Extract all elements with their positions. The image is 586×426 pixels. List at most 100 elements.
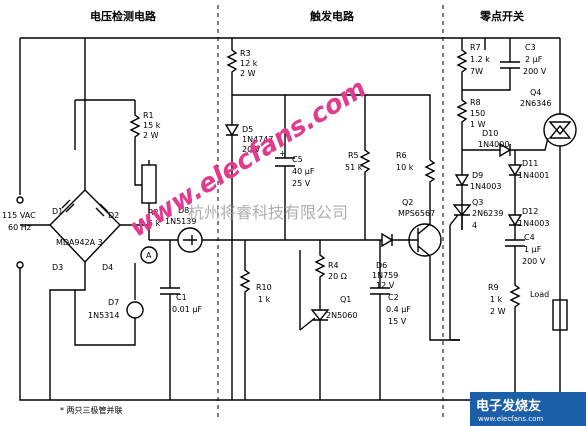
c3-value: 2 μF: [525, 55, 543, 64]
capacitor-c5: [275, 95, 295, 240]
q4-part: 2N6346: [520, 99, 551, 108]
capacitor-c2: [370, 240, 390, 400]
resistor-r6: [424, 159, 436, 200]
d11-part: 1N4001: [518, 171, 549, 180]
zener-d6: [365, 232, 395, 248]
diode-d11: [507, 150, 523, 210]
r3-ref: R3: [240, 49, 251, 58]
d6-part: 1N759: [372, 271, 398, 280]
scr-q3: [449, 200, 472, 230]
r8-ref: R8: [470, 98, 481, 107]
d11-ref: D11: [522, 159, 538, 168]
top-rail-wire: [20, 37, 486, 50]
q3-ref: Q3: [472, 198, 483, 207]
r6-value: 10 k: [396, 163, 414, 172]
scr-q1: [299, 295, 330, 400]
r9-value: 1 k: [490, 295, 503, 304]
c1-ref: C1: [176, 293, 187, 302]
r5-ref: R5: [348, 151, 359, 160]
c5-voltage: 25 V: [292, 179, 311, 188]
diode-d10: [462, 137, 549, 158]
d8-ref: D8: [178, 206, 189, 215]
triac-q4: [543, 113, 577, 147]
svg-text:+: +: [279, 149, 286, 158]
resistor-r10: [239, 240, 251, 400]
footnote: * 两只三极管并联: [60, 405, 123, 415]
resistor-r4: [314, 240, 326, 295]
c2-value: 0.4 μF: [386, 305, 411, 314]
c1-value: 0.01 μF: [172, 305, 202, 314]
r5-value: 51 k: [345, 163, 363, 172]
logo-badge: [470, 392, 586, 426]
capacitor-c3: [462, 50, 520, 91]
bridge-d1-label: D1: [52, 207, 63, 216]
logo-subtext: www.elecfans.com: [478, 415, 543, 423]
diode-d2-symbol: [95, 203, 109, 217]
d5-voltage: 20 V: [242, 145, 261, 154]
q1-part: 2N5060: [326, 311, 357, 320]
r7-value: 1.2 k: [470, 55, 490, 64]
d10-ref: D10: [482, 129, 498, 138]
resistor-r1: [129, 100, 141, 160]
q3-pin: 4: [472, 221, 477, 230]
resistor-r5: [359, 95, 371, 240]
supply-voltage-label: 115 VAC: [2, 211, 36, 220]
section-title-trigger: 触发电路: [309, 9, 355, 23]
r8-value: 150: [470, 109, 485, 118]
diode-d7: [126, 301, 144, 319]
c5-value: 40 μF: [292, 167, 315, 176]
r4-value: 20 Ω: [328, 272, 347, 281]
diode-d1-symbol: [61, 199, 75, 213]
watermark-company: 杭州将睿科技有限公司: [188, 203, 348, 222]
r3-power: 2 W: [240, 69, 256, 78]
r2-value: 5 k: [148, 219, 161, 228]
c3-ref: C3: [525, 43, 536, 52]
q1-ref: Q1: [340, 295, 351, 304]
c3-voltage: 200 V: [523, 67, 547, 76]
r2-ref: R2: [148, 208, 159, 217]
q3-part: 2N6239: [472, 209, 503, 218]
d8-part: 1N5139: [165, 217, 196, 226]
r3-value: 12 k: [240, 59, 258, 68]
diode-d9: [454, 150, 470, 200]
bridge-d3-label: D3: [52, 263, 63, 272]
c4-voltage: 200 V: [522, 257, 546, 266]
d5-part: 1N4747: [242, 135, 273, 144]
q4-ref: Q4: [530, 88, 541, 97]
capacitor-c1: [160, 240, 180, 400]
r1-power: 2 W: [143, 131, 159, 140]
d10-part: 1N4000: [478, 140, 509, 149]
bridge-d4-label: D4: [102, 263, 113, 272]
ac-terminal-top: [16, 196, 24, 204]
d5-ref: D5: [242, 125, 253, 134]
section-title-voltage-detect: 电压检测电路: [90, 9, 157, 23]
r7-power: 7W: [470, 67, 483, 76]
resistor-r9: [509, 260, 521, 400]
r7-ref: R7: [470, 43, 481, 52]
d6-voltage: 12 V: [376, 281, 395, 290]
q2-ref: Q2: [402, 198, 413, 207]
r10-ref: R10: [256, 283, 272, 292]
supply-frequency-label: 60 Hz: [8, 223, 31, 232]
d7-part: 1N5314: [88, 311, 119, 320]
r1-value: 15 k: [143, 121, 161, 130]
c4-ref: C4: [524, 233, 535, 242]
r4-ref: R4: [328, 261, 339, 270]
diode-d12: [461, 205, 523, 230]
capacitor-c4: [505, 225, 525, 260]
d9-part: 1N4003: [470, 182, 501, 191]
resistor-r7: [456, 38, 468, 90]
c2-voltage: 15 V: [388, 317, 407, 326]
r6-ref: R6: [396, 151, 407, 160]
c4-value: 1 μF: [524, 245, 542, 254]
ac-terminal-bottom: [16, 261, 24, 269]
ammeter: [140, 246, 158, 264]
d12-ref: D12: [522, 207, 538, 216]
r9-ref: R9: [488, 283, 499, 292]
r10-value: 1 k: [258, 295, 271, 304]
resistor-r8: [456, 90, 468, 150]
d12-part: 1N4003: [518, 219, 549, 228]
d9-ref: D9: [472, 171, 483, 180]
r1-ref: R1: [143, 111, 154, 120]
